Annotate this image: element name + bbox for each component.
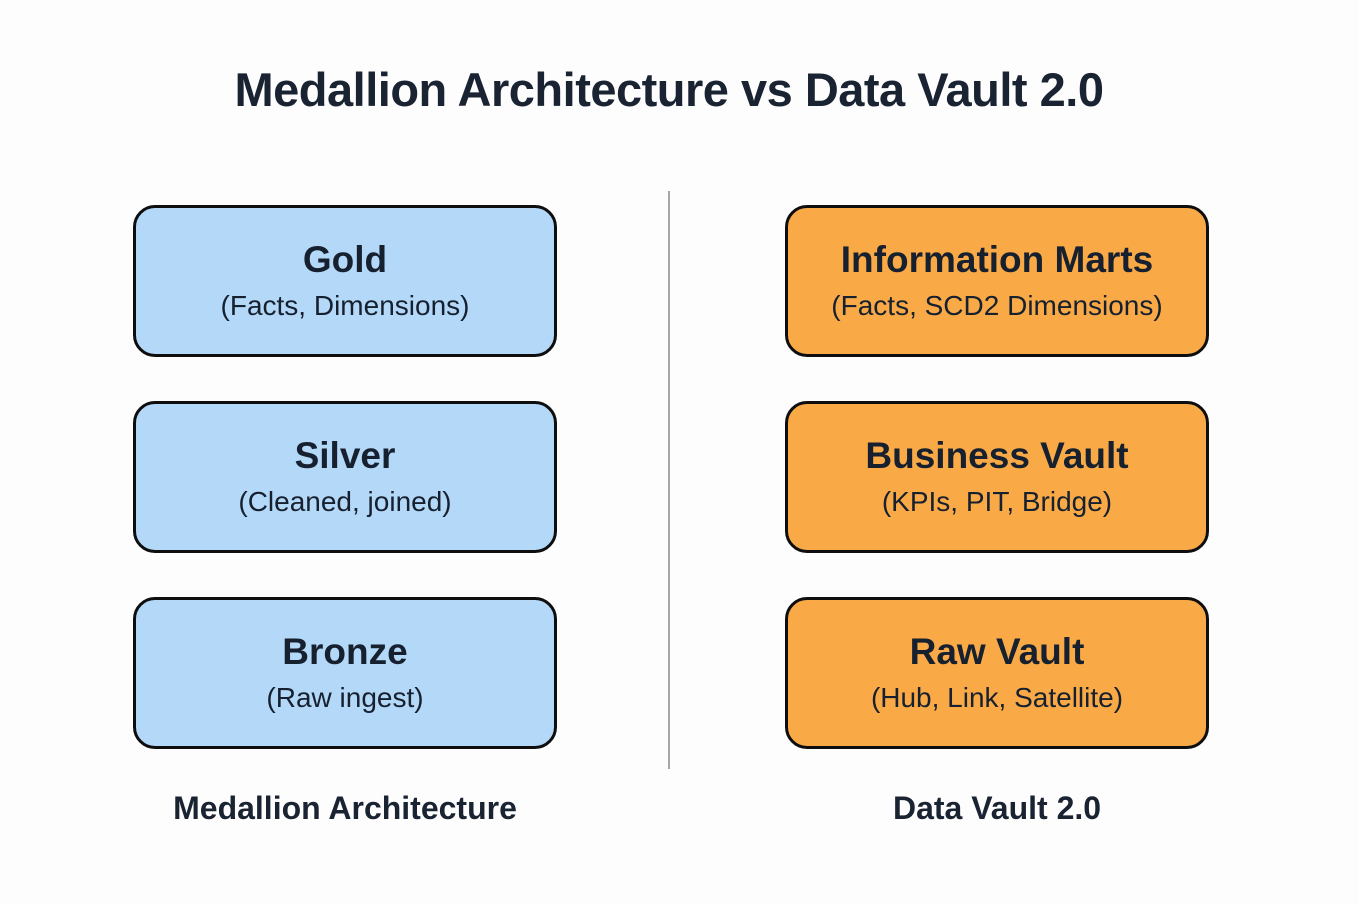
medallion-box-gold: Gold (Facts, Dimensions): [133, 205, 557, 357]
box-title: Gold: [302, 239, 388, 281]
box-subtitle: (Cleaned, joined): [238, 485, 452, 517]
box-title: Business Vault: [865, 435, 1129, 477]
box-title: Raw Vault: [909, 631, 1085, 673]
medallion-box-silver: Silver (Cleaned, joined): [133, 401, 557, 553]
vault-box-information-marts: Information Marts (Facts, SCD2 Dimension…: [785, 205, 1209, 357]
data-vault-column: Information Marts (Facts, SCD2 Dimension…: [785, 205, 1209, 749]
box-subtitle: (Hub, Link, Satellite): [870, 681, 1124, 713]
vault-box-raw-vault: Raw Vault (Hub, Link, Satellite): [785, 597, 1209, 749]
medallion-box-bronze: Bronze (Raw ingest): [133, 597, 557, 749]
vault-box-business-vault: Business Vault (KPIs, PIT, Bridge): [785, 401, 1209, 553]
box-title: Bronze: [282, 631, 408, 673]
box-title: Information Marts: [840, 239, 1154, 281]
box-title: Silver: [294, 435, 396, 477]
page-title: Medallion Architecture vs Data Vault 2.0: [234, 63, 1104, 116]
box-subtitle: (Facts, SCD2 Dimensions): [831, 289, 1163, 321]
medallion-column-label: Medallion Architecture: [173, 790, 517, 826]
column-divider: [668, 191, 670, 769]
box-subtitle: (Facts, Dimensions): [220, 289, 470, 321]
medallion-column: Gold (Facts, Dimensions) Silver (Cleaned…: [133, 205, 557, 749]
data-vault-column-label: Data Vault 2.0: [892, 790, 1102, 826]
box-subtitle: (Raw ingest): [266, 681, 424, 713]
box-subtitle: (KPIs, PIT, Bridge): [881, 485, 1113, 517]
